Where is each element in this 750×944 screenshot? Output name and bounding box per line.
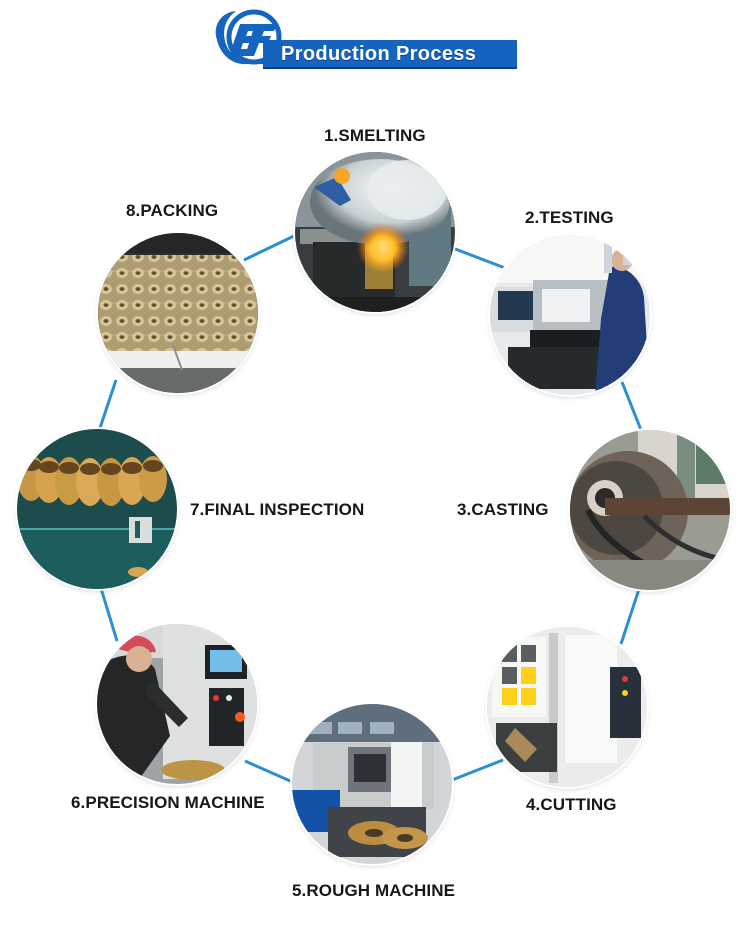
step-2-label: 2.TESTING [525, 208, 614, 227]
packing-photo [98, 233, 258, 393]
precision-machine-photo [97, 624, 257, 784]
step-4-label: 4.CUTTING [526, 795, 617, 814]
step-5-label: 5.ROUGH MACHINE [292, 881, 456, 900]
smelting-photo [295, 152, 455, 312]
final-inspection-photo [17, 429, 177, 589]
company-logo-icon [215, 9, 282, 65]
connector-line-1-2 [449, 245, 506, 270]
step-3-label: 3.CASTING [457, 500, 549, 519]
page-title: Production Process [281, 43, 477, 65]
connector-line-2-3 [620, 381, 643, 431]
connector-line-3-4 [619, 585, 642, 645]
connector-line-8-1 [243, 233, 297, 262]
step-7-label: 7.FINAL INSPECTION [190, 500, 365, 519]
step-8-label: 8.PACKING [126, 201, 219, 220]
casting-photo [570, 430, 730, 590]
connector-line-5-6 [244, 759, 298, 786]
testing-photo [490, 235, 650, 395]
step-6-label: 6.PRECISION MACHINE [71, 793, 265, 812]
connector-line-7-8 [97, 379, 118, 432]
cutting-photo [487, 627, 647, 787]
title-banner: Production Process [248, 40, 517, 69]
connector-line-6-7 [98, 584, 119, 642]
rough-machine-photo [292, 704, 452, 864]
connector-line-4-5 [451, 758, 504, 782]
step-1-label: 1.SMELTING [324, 126, 426, 145]
production-process-header: Production Process [205, 6, 525, 72]
